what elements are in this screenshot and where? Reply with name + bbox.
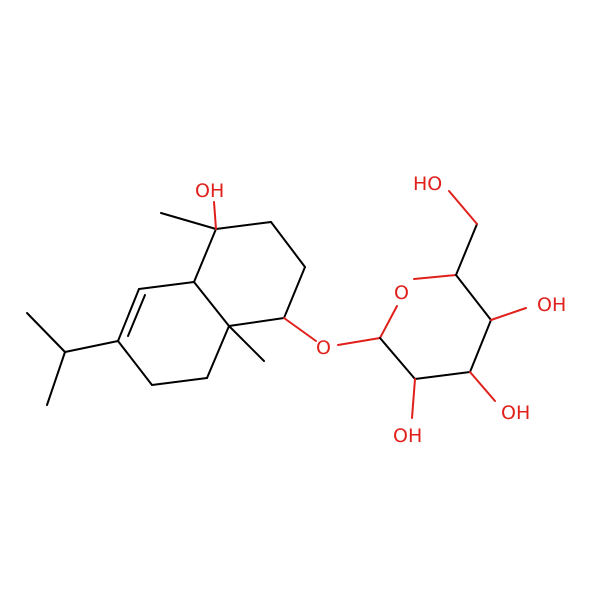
bond-c3-c2 xyxy=(270,221,306,268)
bond-o-c1prime xyxy=(337,337,381,346)
label-o-ring: O xyxy=(394,282,409,304)
bond-c4-c3 xyxy=(215,221,272,230)
label-oh-bottom: OH xyxy=(393,425,422,447)
atom-labels: OH HO OH OH OH O O xyxy=(195,173,566,447)
bond-c4a-c8a xyxy=(193,281,230,327)
bond-c7-c8 xyxy=(151,377,208,386)
label-oh-right: OH xyxy=(537,294,566,316)
bond-c2-c1 xyxy=(283,266,306,319)
label-oh-top: OH xyxy=(195,180,224,202)
bond-c2prime-oh xyxy=(411,378,416,419)
bond-c2prime-c1prime xyxy=(379,337,416,380)
bond-isopropyl-methyl-lower xyxy=(46,351,66,406)
bond-isopropyl-methyl-upper xyxy=(26,312,66,353)
label-oh-lower-right: OH xyxy=(501,402,530,424)
bond-isopropyl-to-ring xyxy=(64,340,119,353)
bonds xyxy=(26,190,527,419)
bond-c1prime-oring xyxy=(379,305,398,339)
bond-c6prime-o xyxy=(448,190,478,225)
bond-c6-c5-double-inner xyxy=(127,294,146,337)
label-o-glycosidic: O xyxy=(316,337,331,359)
bond-c4a-c4 xyxy=(193,228,217,283)
bond-c4-methyl xyxy=(160,212,217,230)
bond-c1-o xyxy=(283,317,317,342)
bond-c5prime-c6prime xyxy=(455,223,478,276)
bond-c6-c7 xyxy=(117,340,153,386)
bond-c3prime-oh xyxy=(469,371,496,402)
bond-c8a-methyl xyxy=(228,325,265,362)
bond-c1-c8a xyxy=(228,317,285,327)
label-ho-hydroxymethyl: HO xyxy=(413,173,442,195)
bond-c3prime-c2prime xyxy=(414,371,471,380)
bond-c4prime-oh xyxy=(490,307,527,321)
bond-c4-oh xyxy=(213,201,217,230)
bond-oring-c5prime xyxy=(413,274,457,280)
bond-c4prime-c3prime xyxy=(469,319,492,373)
bond-c5-c4a xyxy=(138,281,195,290)
bond-c6-c5-double xyxy=(117,288,140,342)
bond-c8-c8a xyxy=(206,325,230,379)
bond-c5prime-c4prime xyxy=(455,274,492,321)
